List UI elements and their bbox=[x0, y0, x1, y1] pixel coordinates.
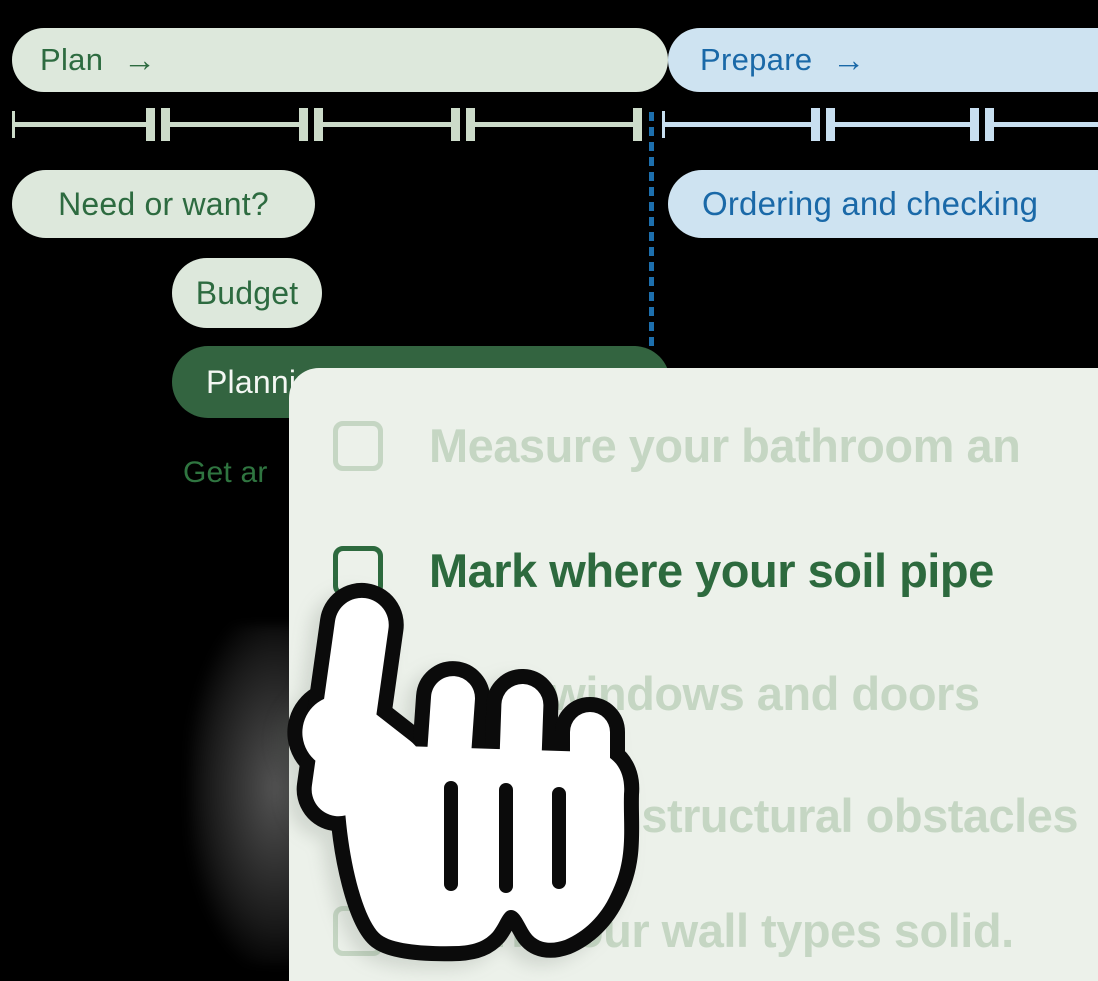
timeline-segment bbox=[13, 122, 151, 127]
phase-pill-plan[interactable]: Plan → bbox=[12, 28, 668, 92]
step-tag-get[interactable]: Get ar bbox=[183, 456, 268, 490]
hand-knuckle-creases bbox=[444, 781, 566, 893]
timeline-segment bbox=[165, 122, 303, 127]
checklist-item-label: Mark where your soil pipe bbox=[429, 544, 994, 597]
checklist-row: Measure your bathroom an bbox=[333, 418, 1021, 473]
timeline-cap bbox=[146, 108, 155, 141]
checklist-row: Mark where your soil pipe bbox=[333, 543, 994, 598]
arrow-right-icon: → bbox=[832, 41, 866, 78]
timeline-segment bbox=[830, 122, 972, 127]
timeline-cap bbox=[633, 108, 642, 141]
step-tag-budget[interactable]: Budget bbox=[172, 258, 322, 328]
checklist-item-label: Measure your bathroom an bbox=[429, 419, 1021, 472]
timeline-segment bbox=[470, 122, 636, 127]
step-tag-need-or-want[interactable]: Need or want? bbox=[12, 170, 315, 238]
timeline-segment bbox=[989, 122, 1098, 127]
step-tag-label: Budget bbox=[195, 274, 299, 311]
step-tag-label: Need or want? bbox=[58, 185, 269, 222]
phase-prepare-label: Prepare bbox=[700, 42, 813, 77]
timeline-segment bbox=[663, 122, 811, 127]
arrow-right-icon: → bbox=[123, 41, 157, 78]
step-tag-ordering-and-checking[interactable]: Ordering and checking bbox=[668, 170, 1098, 238]
hand-pointer-icon bbox=[287, 582, 640, 962]
checkbox[interactable] bbox=[333, 420, 383, 471]
timeline-cap bbox=[299, 108, 308, 141]
phase-plan-label: Plan bbox=[40, 42, 104, 77]
step-tag-label: Get ar bbox=[183, 456, 268, 489]
phase-pill-prepare[interactable]: Prepare → bbox=[668, 28, 1098, 92]
step-tag-label: Ordering and checking bbox=[702, 185, 1039, 222]
timeline-cap bbox=[970, 108, 979, 141]
timeline-cap bbox=[451, 108, 460, 141]
timeline-segment bbox=[318, 122, 455, 127]
phase-divider-dotted-line bbox=[649, 112, 654, 368]
timeline-cap bbox=[811, 108, 820, 141]
